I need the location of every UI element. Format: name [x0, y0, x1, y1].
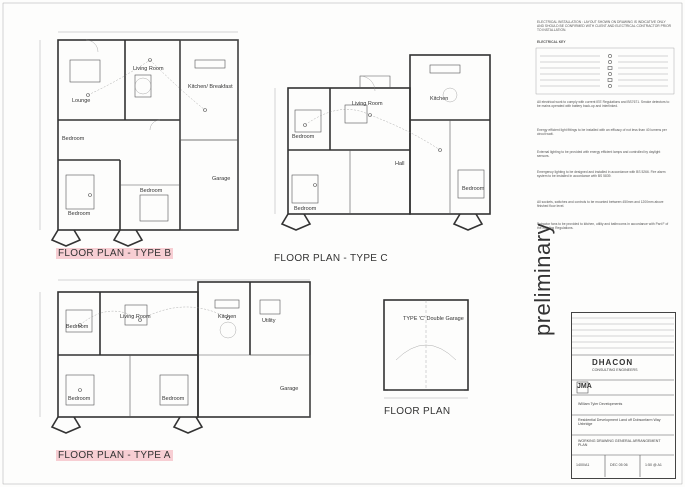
plan-type-c: Living Room Bedroom Bedroom Bedroom Kitc… — [274, 54, 491, 231]
client-name: William Tyler Developments — [578, 402, 623, 406]
room-kitchen-c: Kitchen — [430, 96, 448, 102]
note-light-efficacy: Energy efficient light fittings to be in… — [537, 128, 667, 137]
note-extractor-fans: Extractor fans to be provided to kitchen… — [537, 222, 669, 231]
room-bedroom-a2: Bedroom — [68, 396, 91, 402]
room-bedroom-c3: Bedroom — [462, 186, 485, 192]
plan-type-a: Living Room Bedroom Bedroom Bedroom Kitc… — [39, 279, 311, 434]
room-hall-c: Hall — [395, 161, 404, 167]
room-double-garage: TYPE 'C' Double Garage — [403, 316, 464, 322]
title-block-grid — [571, 317, 674, 477]
plan-double-garage: TYPE 'C' Double Garage — [383, 299, 469, 399]
note-regulations: All electrical work to comply with curre… — [537, 100, 670, 109]
room-lounge-b: Lounge — [72, 98, 90, 104]
room-kitchen-b: Kitchen/ Breakfast — [188, 84, 233, 90]
room-bedroom-b2: Bedroom — [68, 211, 91, 217]
drawing-title: WORKING DRAWING GENERAL ARRANGEMENT PLAN — [578, 439, 661, 448]
room-kitchen-a: Kitchen — [218, 314, 236, 320]
drawing-date: DEC 05 06 — [610, 463, 628, 467]
company-name: DHACON — [592, 358, 634, 367]
room-bedroom-b3: Bedroom — [140, 188, 163, 194]
drawing-scale: 1:50 @ A1 — [645, 463, 662, 467]
preliminary-stamp: preliminary — [530, 222, 555, 336]
room-garage-a: Garage — [280, 386, 298, 392]
room-living-a: Living Room — [120, 314, 151, 320]
room-bedroom-c1: Bedroom — [292, 134, 315, 140]
room-living-b: Living Room — [133, 66, 164, 72]
room-living-c: Living Room — [352, 101, 383, 107]
room-garage-b: Garage — [212, 176, 230, 182]
note-external-lighting: External lighting to be provided with en… — [537, 150, 661, 159]
room-bedroom-c2: Bedroom — [294, 206, 317, 212]
label-floor-plan-type-b: FLOOR PLAN - TYPE B — [56, 248, 174, 259]
label-floor-plan-type-c: FLOOR PLAN - TYPE C — [274, 253, 388, 264]
note-electrical-key-title: ELECTRICAL KEY — [537, 40, 566, 44]
jma-logo: JMA — [577, 383, 592, 390]
room-bedroom-a3: Bedroom — [162, 396, 185, 402]
room-bedroom-b1: Bedroom — [62, 136, 85, 142]
room-utility-a: Utility — [262, 318, 276, 324]
title-block — [571, 312, 676, 479]
project-title: Residential Development Land off Dobsonf… — [578, 418, 661, 427]
label-floor-plan-type-a: FLOOR PLAN - TYPE A — [56, 450, 173, 461]
drawing-number: 1400/A1 — [576, 463, 590, 467]
company-subtitle: CONSULTING ENGINEERS — [592, 368, 638, 372]
room-bedroom-a1: Bedroom — [66, 324, 89, 330]
note-emergency-lighting: Emergency lighting to be designed and in… — [537, 170, 666, 179]
note-electrical-installation: ELECTRICAL INSTALLATION : LAYOUT SHOWN O… — [537, 20, 672, 33]
note-socket-heights: All sockets, switches and controls to be… — [537, 200, 664, 209]
label-floor-plan-garage: FLOOR PLAN — [384, 406, 451, 417]
electrical-key — [535, 47, 675, 95]
plan-type-b: Lounge Living Room Kitchen/ Breakfast Be… — [39, 31, 239, 247]
